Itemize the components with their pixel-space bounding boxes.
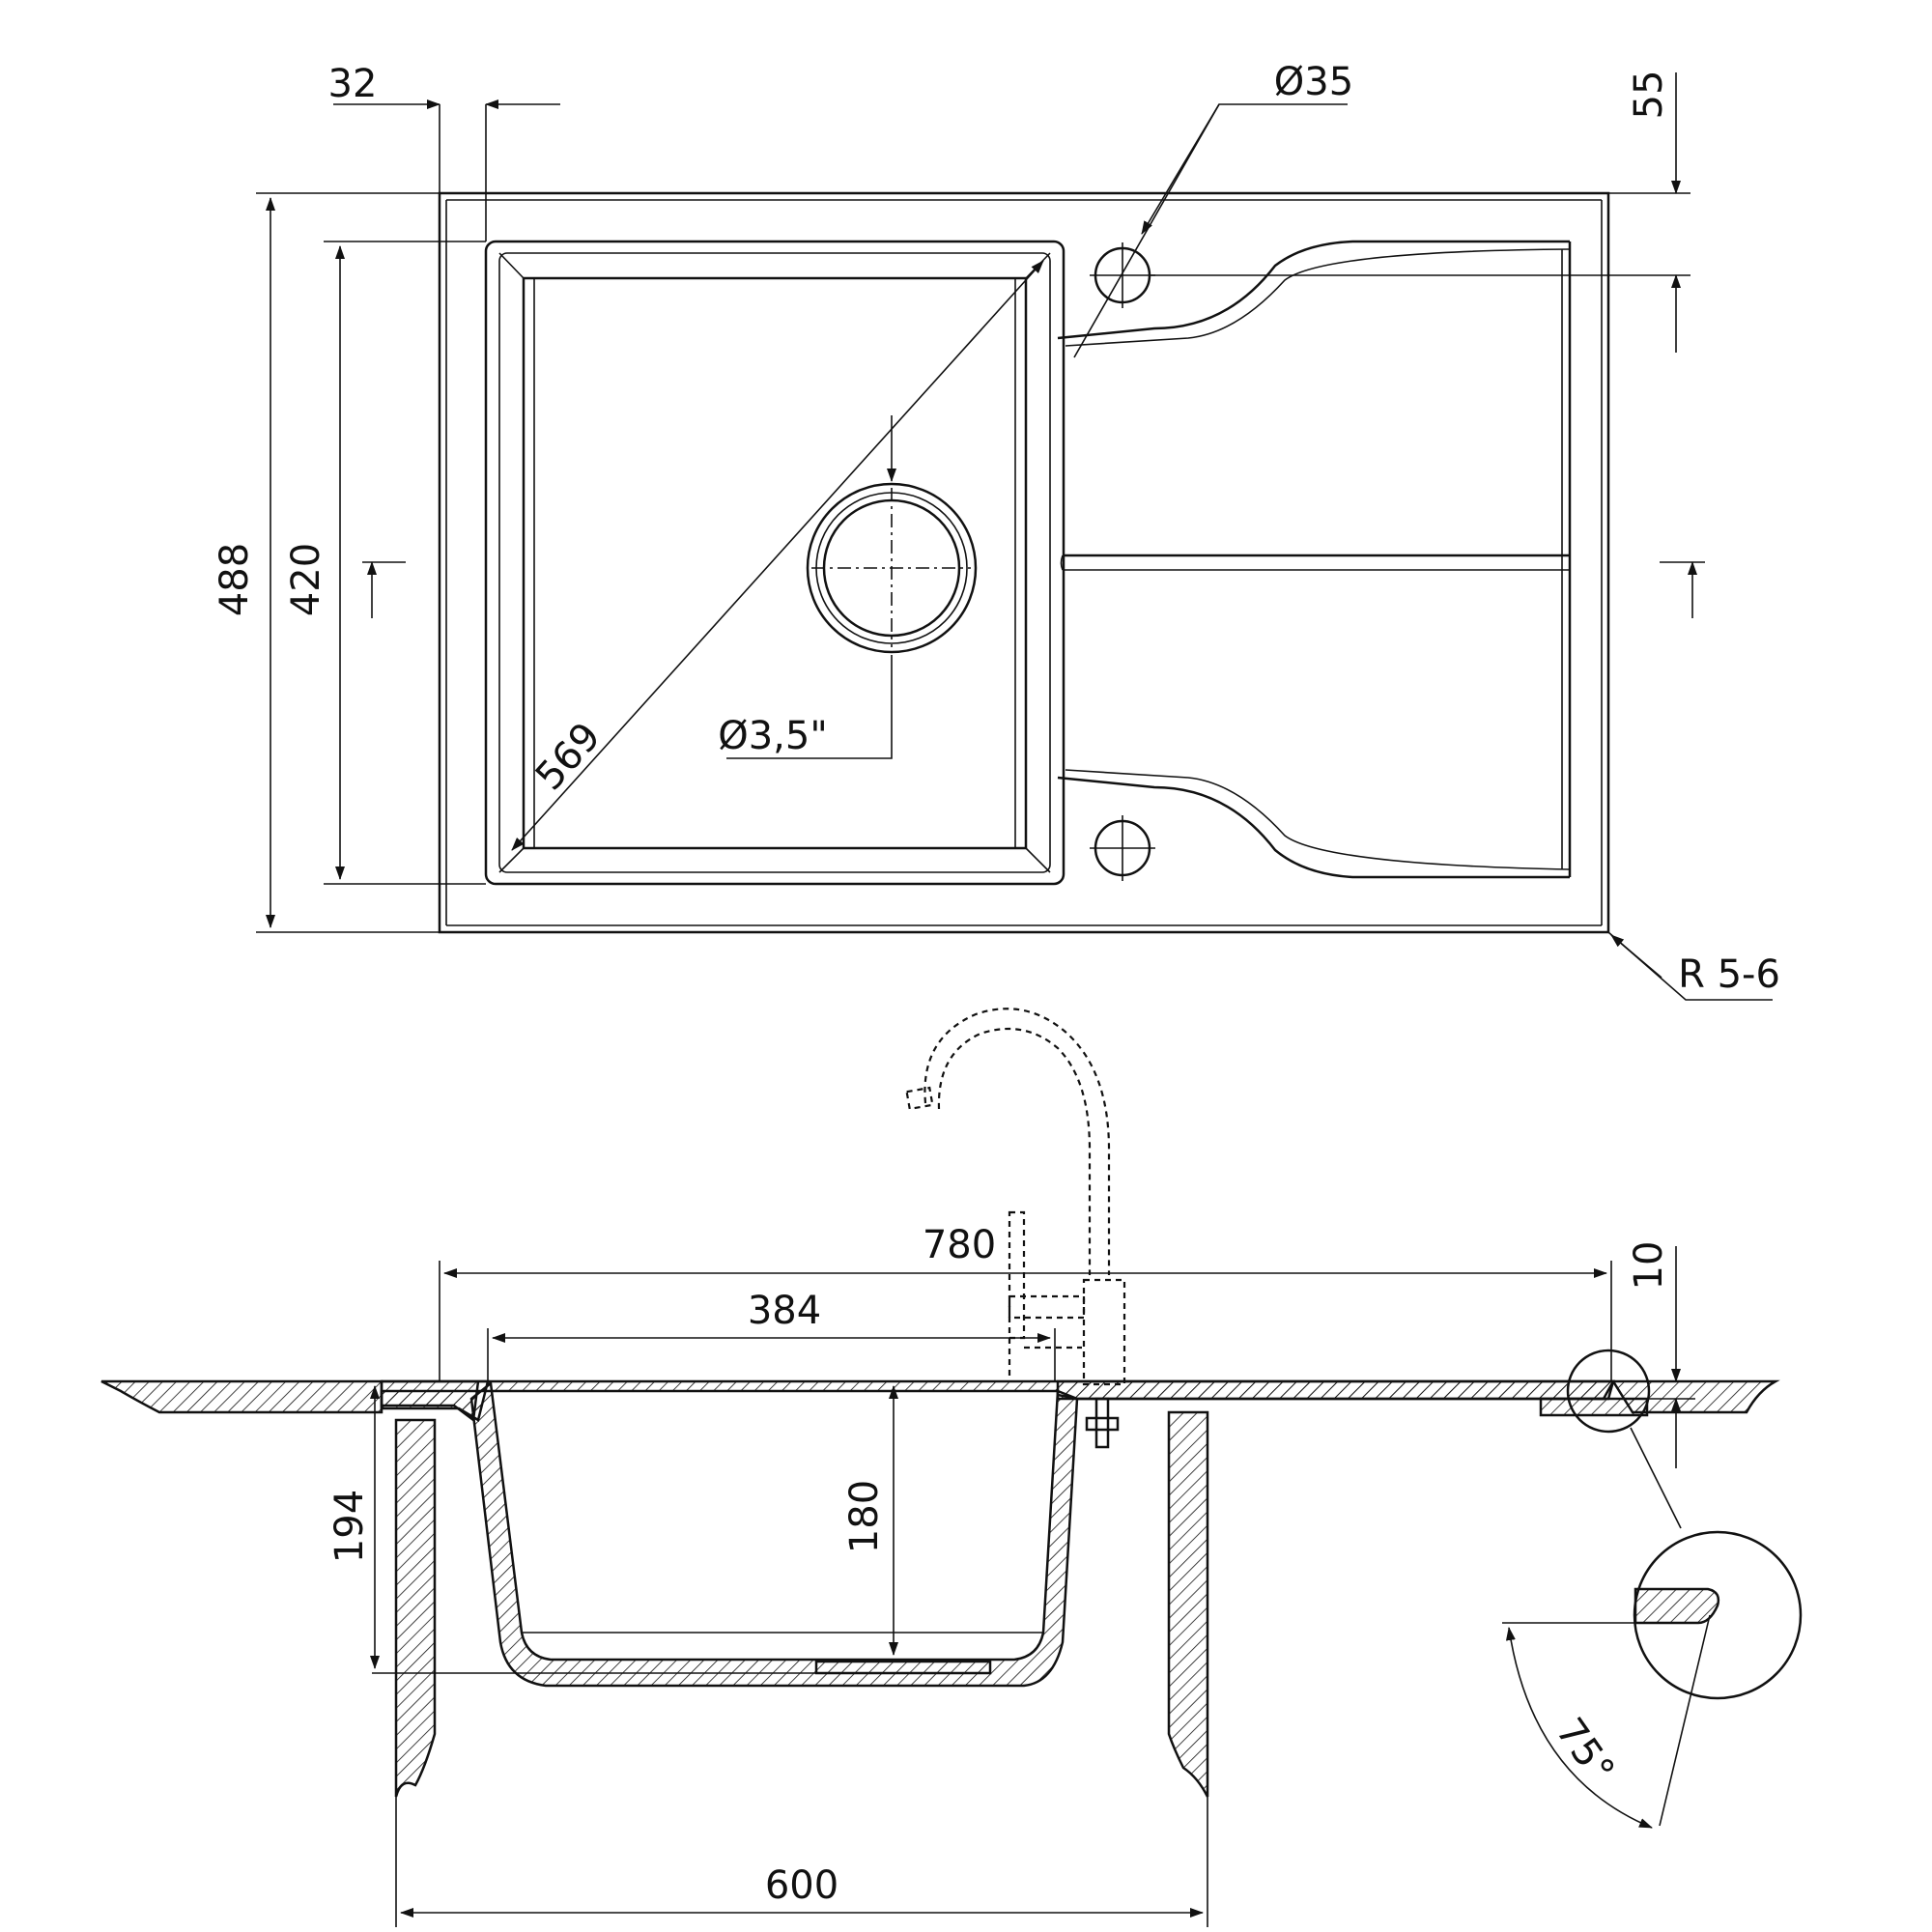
angle-arc <box>1505 1627 1653 1829</box>
edge-detail <box>1502 1530 1803 1827</box>
dim-overall-depth: 488 <box>213 543 257 616</box>
dim-bowl-width: 384 <box>748 1289 821 1333</box>
worktop-left <box>100 1379 384 1414</box>
dim-drain: Ø3,5" <box>718 714 828 758</box>
cabinet-wall-left <box>394 1418 437 1798</box>
diagonal-dimension-line <box>511 260 1044 851</box>
dim-bowl-depth: 420 <box>284 543 328 616</box>
dim-tap-offset: 55 <box>1627 71 1671 120</box>
bowl-profile <box>469 1380 1079 1688</box>
side-view: 780 384 10 194 180 600 75° <box>100 1008 1803 1927</box>
cabinet-wall-right <box>1167 1410 1209 1798</box>
dim-cabinet-width: 600 <box>765 1863 838 1908</box>
tap-fitting <box>1094 1397 1110 1449</box>
sink-outline <box>438 191 1610 934</box>
drainboard <box>1057 240 1572 879</box>
drain-icon <box>806 482 978 654</box>
dim-diagonal: 569 <box>527 715 610 800</box>
dim-flange: 32 <box>328 62 378 106</box>
tap-hole-icon <box>1090 242 1155 308</box>
worktop-right <box>1610 1379 1780 1414</box>
tap-hole-alt-icon <box>1090 815 1155 881</box>
dim-tap-hole: Ø35 <box>1274 60 1353 104</box>
dim-edge-angle: 75° <box>1547 1710 1622 1791</box>
dim-corner-radius: R 5-6 <box>1678 952 1780 997</box>
top-view: 32 Ø35 55 488 420 569 Ø3,5" R 5-6 <box>213 60 1780 1001</box>
faucet-icon <box>905 1008 1126 1386</box>
dim-cabinet-depth: 194 <box>327 1490 372 1563</box>
dim-bowl-height: 180 <box>842 1480 887 1553</box>
dim-rim-height: 10 <box>1627 1241 1671 1291</box>
dim-overall-width: 780 <box>923 1223 996 1267</box>
bowl-top <box>484 240 1065 886</box>
detail-marker-circle <box>1566 1349 1651 1434</box>
